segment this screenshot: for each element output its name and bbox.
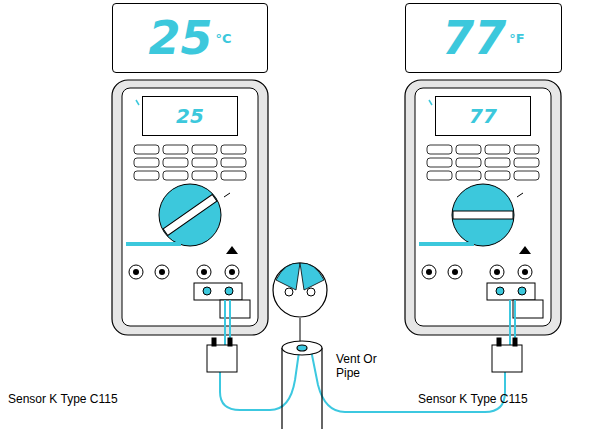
warning-mark [226,246,238,254]
meter-plug [513,300,543,318]
jack-hole [201,269,207,275]
meter-button [427,158,452,167]
input-jack [422,265,436,279]
adapter-pin [496,287,504,295]
vent-pipe [282,341,322,429]
jack-hole [494,269,500,275]
sensor-label: Sensor K Type C115 [8,392,118,406]
meter-button [485,145,510,154]
meter-button [427,145,452,154]
sensor-label: Sensor K Type C115 [418,392,528,406]
input-jack [225,265,239,279]
meter-button [456,171,481,180]
meter-lcd: 25 [142,96,238,136]
meter-button [485,171,510,180]
meter-body [122,88,258,326]
meter-body [415,88,551,326]
meter-button [485,158,510,167]
meter-button [134,145,159,154]
input-jack [518,265,532,279]
temperature-reading: 25 [176,106,204,126]
meter-button [192,171,217,180]
jack-hole [159,269,165,275]
rotary-dial [452,184,514,246]
meter-holster [112,80,268,335]
meter-button [221,171,246,180]
warning-mark [519,246,531,254]
meter-button [163,171,188,180]
lcd-closeup: 77°F [405,3,562,73]
meter-mark [429,100,432,105]
meter-button [514,158,539,167]
input-jack [129,265,143,279]
dial-tick [517,193,523,197]
adapter-pin [518,287,526,295]
jack-hole [229,269,235,275]
rotary-dial [159,184,221,246]
meter-button [134,171,159,180]
meter-lcd: 77 [435,96,531,136]
meter-button [221,158,246,167]
dial-pointer [453,211,513,219]
thermocouple-adapter [487,283,535,300]
jack-hole [452,269,458,275]
jack-hole [522,269,528,275]
meter-button [514,145,539,154]
meter-button [192,145,217,154]
meter-button [456,145,481,154]
jack-hole [133,269,139,275]
meter-button [456,158,481,167]
temperature-reading: 25 [148,15,212,61]
temperature-reading: 77 [442,15,506,61]
meter-button [514,171,539,180]
meter-button [221,145,246,154]
meter-mark [136,100,139,105]
thermocouple-adapter [194,283,242,300]
input-jack [197,265,211,279]
meter-holster [405,80,561,335]
meter-button [134,158,159,167]
location-label: Vent Or Pipe [336,352,380,380]
brand-strip [126,242,181,246]
multimeters [112,80,561,335]
lcd-closeup: 25°C [112,3,268,73]
temperature-unit: °F [509,31,524,46]
brand-strip [419,242,474,246]
dial-pointer [163,195,217,236]
probe-zoom [273,263,327,317]
meter-button [427,171,452,180]
temperature-reading: 77 [469,106,497,126]
adapter-pin [225,287,233,295]
jack-hole [426,269,432,275]
temperature-unit: °C [215,31,231,46]
input-jack [448,265,462,279]
dial-tick [224,193,230,197]
meter-button [163,158,188,167]
meter-button [163,145,188,154]
adapter-pin [203,287,211,295]
meter-button [192,158,217,167]
input-jack [155,265,169,279]
input-jack [490,265,504,279]
